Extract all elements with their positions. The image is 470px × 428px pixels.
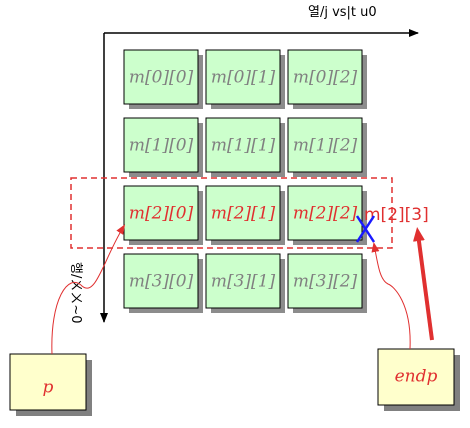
endp-pointer-arrow	[371, 242, 411, 350]
matrix-cell-label: m[3][0]	[129, 272, 194, 292]
matrix-cell-label: m[1][2]	[293, 136, 358, 156]
pointer-box-p: p	[9, 353, 92, 416]
matrix-cell-label: m[1][1]	[211, 136, 276, 156]
matrix-cell-label: m[3][1]	[211, 272, 276, 292]
matrix-cell-label: m[2][2]	[293, 204, 358, 224]
matrix-cell-label: m[0][2]	[293, 68, 358, 88]
matrix-cell-label: m[1][0]	[129, 136, 194, 156]
highlight-row-box	[70, 177, 393, 249]
matrix-cell: m[1][0]	[123, 117, 203, 177]
matrix-cell: m[3][2]	[287, 253, 367, 313]
endp-bold-arrow	[412, 227, 434, 341]
matrix-grid: m[0][0] m[0][1] m[0][2] m[1][0] m[1][1] m[1][…	[123, 49, 367, 313]
matrix-cell-label: m[3][2]	[293, 272, 358, 292]
matrix-cell: m[2][1]	[205, 185, 285, 245]
matrix-cell: m[1][1]	[205, 117, 285, 177]
matrix-cell-label: m[2][1]	[211, 204, 276, 224]
end-cross-icon	[355, 215, 376, 243]
out-of-range-label: m[2][3]	[364, 205, 429, 225]
matrix-cell: m[3][1]	[205, 253, 285, 313]
matrix-cell: m[0][1]	[205, 49, 285, 109]
pointer-label-endp: endp	[395, 367, 438, 387]
matrix-cell: m[2][0]	[123, 185, 203, 245]
matrix-cell: m[2][2]	[287, 185, 367, 245]
matrix-cell-label: m[0][1]	[211, 68, 276, 88]
row-axis-label: 행/ㄨㄨ~0	[68, 262, 84, 324]
pointer-label-p: p	[43, 378, 54, 398]
matrix-cell: m[3][0]	[123, 253, 203, 313]
matrix-cell: m[0][2]	[287, 49, 367, 109]
pointer-box-endp: endp	[377, 348, 460, 411]
matrix-cell: m[0][0]	[123, 49, 203, 109]
matrix-cell: m[1][2]	[287, 117, 367, 177]
matrix-cell-label: m[2][0]	[129, 204, 194, 224]
column-axis-label: 열/j vs|t u0	[308, 5, 377, 20]
matrix-cell-label: m[0][0]	[129, 68, 194, 88]
p-pointer-arrow	[51, 224, 126, 355]
